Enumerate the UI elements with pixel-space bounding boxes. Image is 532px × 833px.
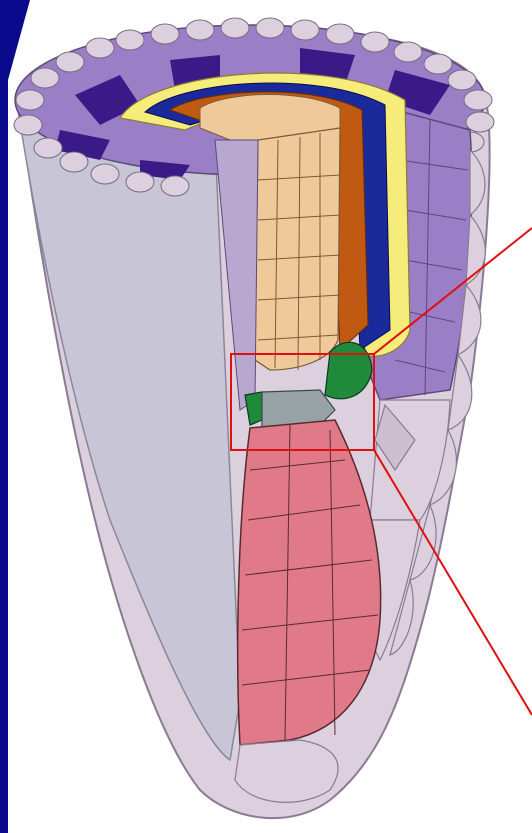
cut-face-left — [18, 110, 240, 760]
stele-column — [255, 128, 340, 370]
left-frame-bar — [0, 0, 8, 833]
top-frame-corner — [0, 0, 30, 80]
root-cap-sheath — [235, 740, 338, 802]
